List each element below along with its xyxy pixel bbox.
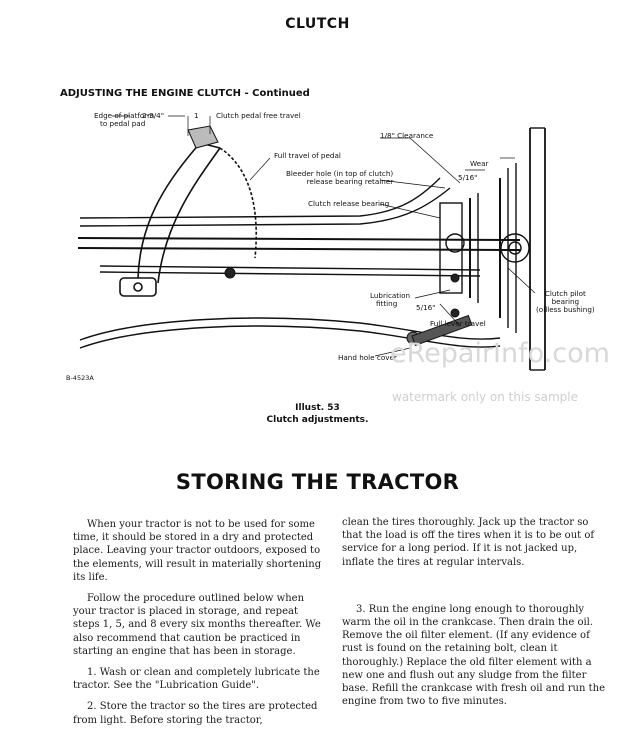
label-edge-platform-line1: Edge of platform	[94, 111, 155, 120]
section-heading-text: ADJUSTING THE ENGINE CLUTCH	[60, 88, 242, 99]
watermark-main: eRepairInfo.com	[390, 338, 610, 369]
watermark-sub: watermark only on this sample	[392, 390, 579, 404]
label-clutch-pilot-line3: (oilless bushing)	[536, 305, 595, 314]
label-full-travel-pedal: Full travel of pedal	[274, 151, 341, 160]
storing-title: STORING THE TRACTOR	[175, 470, 460, 494]
label-wear: Wear	[470, 159, 489, 168]
illustration-caption: Clutch adjustments.	[266, 415, 369, 425]
right-paragraph-1: clean the tires thoroughly. Jack up the …	[342, 517, 595, 568]
left-paragraph-4: 2. Store the tractor so the tires are pr…	[73, 701, 318, 726]
page-title: CLUTCH	[285, 16, 350, 32]
label-clearance: 1/8" Clearance	[380, 131, 434, 140]
label-edge-platform-line2: to pedal pad	[100, 119, 146, 128]
left-paragraph-2: Follow the procedure outlined below when…	[73, 593, 321, 657]
label-clutch-pilot: Clutch pilot bearing (oilless bushing)	[536, 290, 595, 314]
label-hand-hole-cover: Hand hole cover	[338, 353, 397, 362]
left-paragraph-3: 1. Wash or clean and completely lubricat…	[73, 667, 320, 692]
clutch-diagram: Edge of platform to pedal pad 2-3/4" 1 C…	[60, 108, 595, 398]
label-dim-1: 1	[194, 111, 199, 120]
label-clutch-pilot-line1: Clutch pilot	[544, 289, 586, 298]
label-bleeder-hole-line2: release bearing retainer	[306, 177, 394, 186]
label-clutch-pilot-line2: bearing	[551, 297, 580, 306]
label-clutch-release-bearing: Clutch release bearing	[308, 199, 390, 208]
label-bleeder-hole-line1: Bleeder hole (in top of clutch)	[286, 169, 394, 178]
label-lubrication: Lubrication	[370, 291, 411, 300]
label-bleeder-hole: Bleeder hole (in top of clutch) release …	[286, 170, 393, 186]
label-dim-5-16-top: 5/16"	[458, 173, 478, 182]
label-edge-platform: Edge of platform to pedal pad	[94, 112, 154, 128]
label-dim-5-16-bottom: 5/16"	[416, 303, 436, 312]
label-fitting: fitting	[376, 299, 398, 308]
label-plate-id: B-4523A	[66, 374, 94, 382]
label-clutch-free-travel: Clutch pedal free travel	[216, 111, 301, 120]
label-lubrication-fitting: Lubrication fitting	[370, 292, 410, 308]
section-heading: ADJUSTING THE ENGINE CLUTCH - Continued	[60, 88, 310, 99]
illustration-number: Illust. 53	[295, 403, 340, 413]
left-paragraph-1: When your tractor is not to be used for …	[73, 519, 322, 583]
clutch-diagram-drawing	[77, 115, 546, 371]
right-paragraph-2: 3. Run the engine long enough to thoroug…	[342, 603, 605, 708]
right-column: clean the tires thoroughly. Jack up the …	[342, 516, 608, 716]
label-full-lever-travel: Full lever travel	[430, 319, 486, 328]
label-dim-2-3-4: 2-3/4"	[142, 111, 165, 120]
left-column: When your tractor is not to be used for …	[73, 518, 323, 735]
section-heading-continued: - Continued	[241, 88, 310, 99]
